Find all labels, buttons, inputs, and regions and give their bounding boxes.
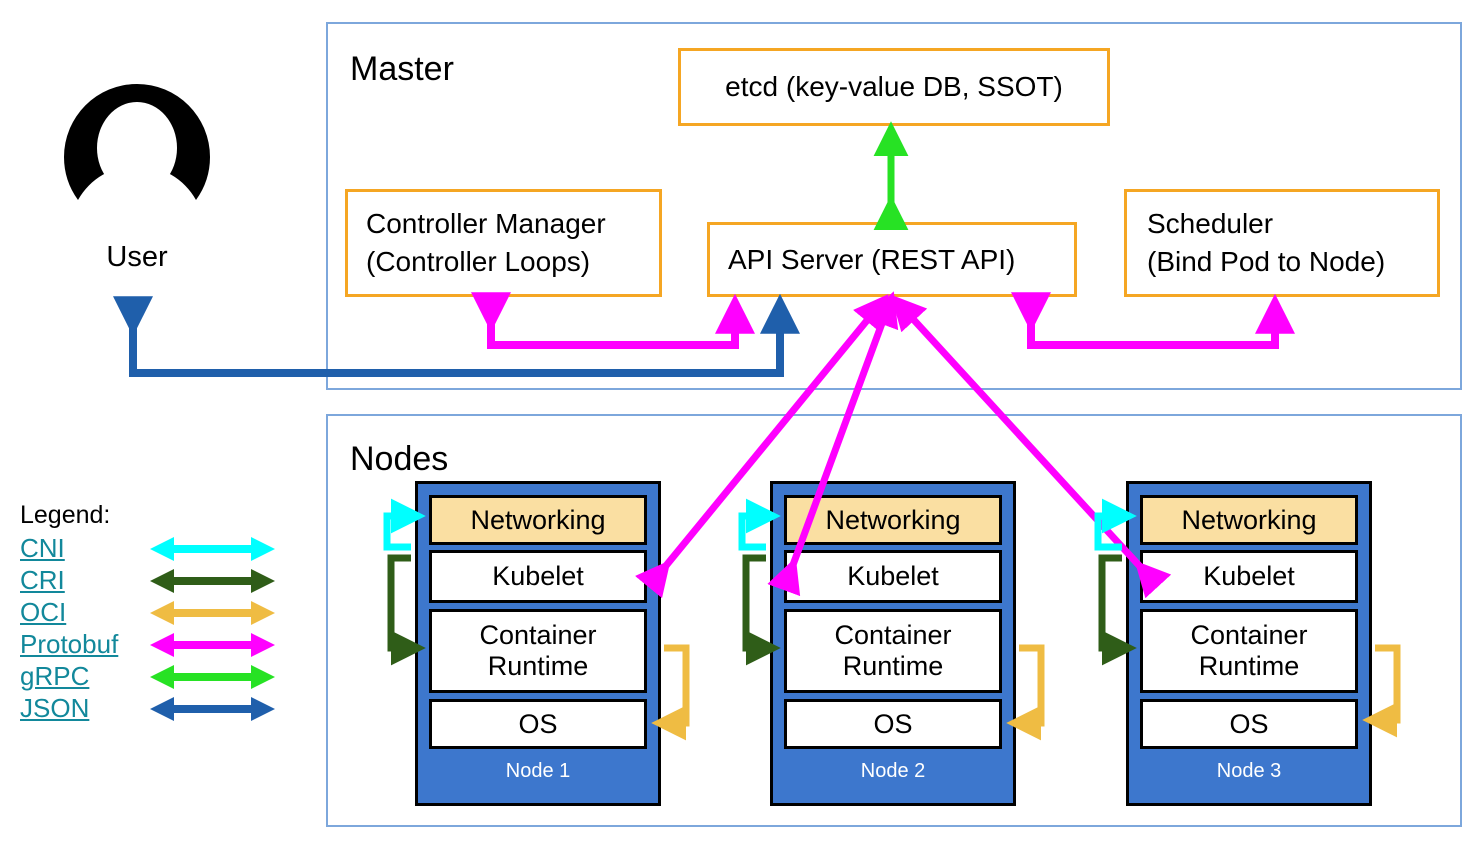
node-1-networking[interactable]: Networking [429, 495, 647, 545]
legend-arrow-cni [150, 537, 275, 561]
legend-arrow-cri [150, 569, 275, 593]
legend-link-json[interactable]: JSON [20, 693, 90, 723]
node-1[interactable]: Networking Kubelet Container Runtime OS … [415, 481, 661, 806]
etcd-label: etcd (key-value DB, SSOT) [725, 71, 1063, 102]
node-1-kubelet[interactable]: Kubelet [429, 550, 647, 603]
node-2-label: Node 2 [860, 760, 926, 782]
nodes-title: Nodes [350, 440, 449, 478]
controller-manager-label: Controller Manager (Controller Loops) [366, 205, 606, 281]
legend-row-cri: CRI [20, 565, 290, 597]
node-3-runtime-line1: Container [1190, 620, 1308, 650]
node-2-kubelet[interactable]: Kubelet [784, 550, 1002, 603]
legend-arrow-grpc [150, 665, 275, 689]
node-2-os[interactable]: OS [784, 699, 1002, 749]
node-2-networking[interactable]: Networking [784, 495, 1002, 545]
legend-arrow-oci [150, 601, 275, 625]
node-1-label: Node 1 [505, 760, 571, 782]
node-1-container-runtime[interactable]: Container Runtime [429, 609, 647, 693]
legend-link-cni[interactable]: CNI [20, 533, 65, 563]
node-2-container-runtime[interactable]: Container Runtime [784, 609, 1002, 693]
legend: Legend: CNI CRI OCI Protobuf [20, 500, 290, 725]
legend-arrow-protobuf [150, 633, 275, 657]
legend-link-cri[interactable]: CRI [20, 565, 65, 595]
node-3-os[interactable]: OS [1140, 699, 1358, 749]
user-avatar-icon [62, 82, 212, 224]
legend-row-grpc: gRPC [20, 661, 290, 693]
user-label: User [106, 241, 168, 273]
legend-link-oci[interactable]: OCI [20, 597, 67, 627]
node-2-runtime-line2: Runtime [842, 651, 944, 681]
master-title: Master [350, 50, 454, 88]
api-server-label: API Server (REST API) [728, 243, 1016, 275]
node-1-runtime-text: Container Runtime [479, 620, 596, 682]
node-3-runtime-line2: Runtime [1198, 651, 1300, 681]
controller-manager-box[interactable]: Controller Manager (Controller Loops) [345, 189, 662, 297]
node-1-runtime-line2: Runtime [487, 651, 589, 681]
node-3-label: Node 3 [1216, 760, 1282, 782]
api-server-box[interactable]: API Server (REST API) [707, 222, 1077, 297]
etcd-box[interactable]: etcd (key-value DB, SSOT) [678, 48, 1110, 126]
node-3-container-runtime[interactable]: Container Runtime [1140, 609, 1358, 693]
scheduler-box[interactable]: Scheduler (Bind Pod to Node) [1124, 189, 1440, 297]
scheduler-label: Scheduler (Bind Pod to Node) [1147, 205, 1385, 281]
node-2[interactable]: Networking Kubelet Container Runtime OS … [770, 481, 1016, 806]
node-3-networking[interactable]: Networking [1140, 495, 1358, 545]
legend-row-cni: CNI [20, 533, 290, 565]
node-3-runtime-text: Container Runtime [1190, 620, 1307, 682]
node-2-runtime-line1: Container [834, 620, 952, 650]
controller-manager-line2: (Controller Loops) [366, 246, 591, 277]
legend-title: Legend: [20, 501, 111, 529]
legend-row-json: JSON [20, 693, 290, 725]
legend-arrow-json [150, 697, 275, 721]
scheduler-line2: (Bind Pod to Node) [1147, 246, 1386, 277]
legend-link-protobuf[interactable]: Protobuf [20, 629, 119, 659]
legend-row-oci: OCI [20, 597, 290, 629]
node-1-os[interactable]: OS [429, 699, 647, 749]
node-1-runtime-line1: Container [479, 620, 597, 650]
controller-manager-line1: Controller Manager [366, 208, 606, 239]
scheduler-line1: Scheduler [1147, 208, 1274, 239]
node-3-kubelet[interactable]: Kubelet [1140, 550, 1358, 603]
node-2-runtime-text: Container Runtime [834, 620, 951, 682]
legend-row-protobuf: Protobuf [20, 629, 290, 661]
node-3[interactable]: Networking Kubelet Container Runtime OS … [1126, 481, 1372, 806]
legend-link-grpc[interactable]: gRPC [20, 661, 90, 691]
